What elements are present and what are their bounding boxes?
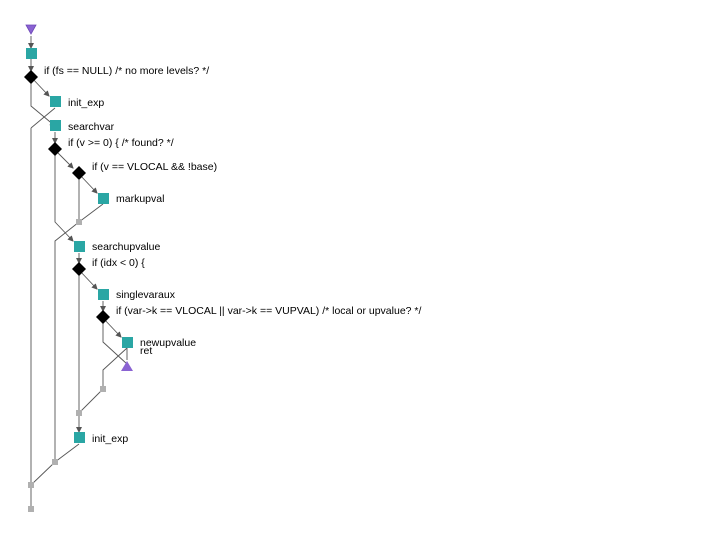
box-init-exp-2	[74, 432, 85, 443]
box-searchupvalue	[74, 241, 85, 252]
start-node	[25, 24, 37, 35]
label-ret: ret	[140, 345, 152, 357]
label-newupvalue: newupvalue	[140, 337, 196, 349]
box-searchvar	[50, 120, 61, 131]
label-searchvar: searchvar	[68, 121, 115, 133]
junction-5	[28, 482, 34, 488]
junction-1	[76, 219, 82, 225]
label-singlevaraux: singlevaraux	[116, 289, 176, 301]
box-markupval	[98, 193, 109, 204]
junction-4	[52, 459, 58, 465]
decision-idx-lt-0	[72, 262, 86, 276]
label-searchupvalue: searchupvalue	[92, 241, 160, 253]
decision-vlocal-base	[72, 166, 86, 180]
box-newupvalue	[122, 337, 133, 348]
label-cond-fs-null: if (fs == NULL) /* no more levels? */	[44, 65, 209, 77]
label-init-exp-2: init_exp	[92, 433, 128, 445]
label-cond-v-ge-0: if (v >= 0) { /* found? */	[68, 137, 174, 149]
connectors	[28, 36, 128, 509]
label-cond-vlocal-base: if (v == VLOCAL && !base)	[92, 161, 217, 173]
return-node	[121, 361, 133, 371]
decision-var-k	[96, 310, 110, 324]
end-node	[28, 506, 34, 512]
label-init-exp-1: init_exp	[68, 97, 104, 109]
junction-3	[76, 410, 82, 416]
box-singlevaraux	[98, 289, 109, 300]
label-cond-var-k: if (var->k == VLOCAL || var->k == VUPVAL…	[116, 305, 422, 317]
box-init-exp-1	[50, 96, 61, 107]
entry-box	[26, 48, 37, 59]
decision-fs-null	[24, 70, 38, 84]
junction-2	[100, 386, 106, 392]
label-markupval: markupval	[116, 193, 164, 205]
decision-v-ge-0	[48, 142, 62, 156]
label-cond-idx-lt-0: if (idx < 0) {	[92, 257, 145, 269]
